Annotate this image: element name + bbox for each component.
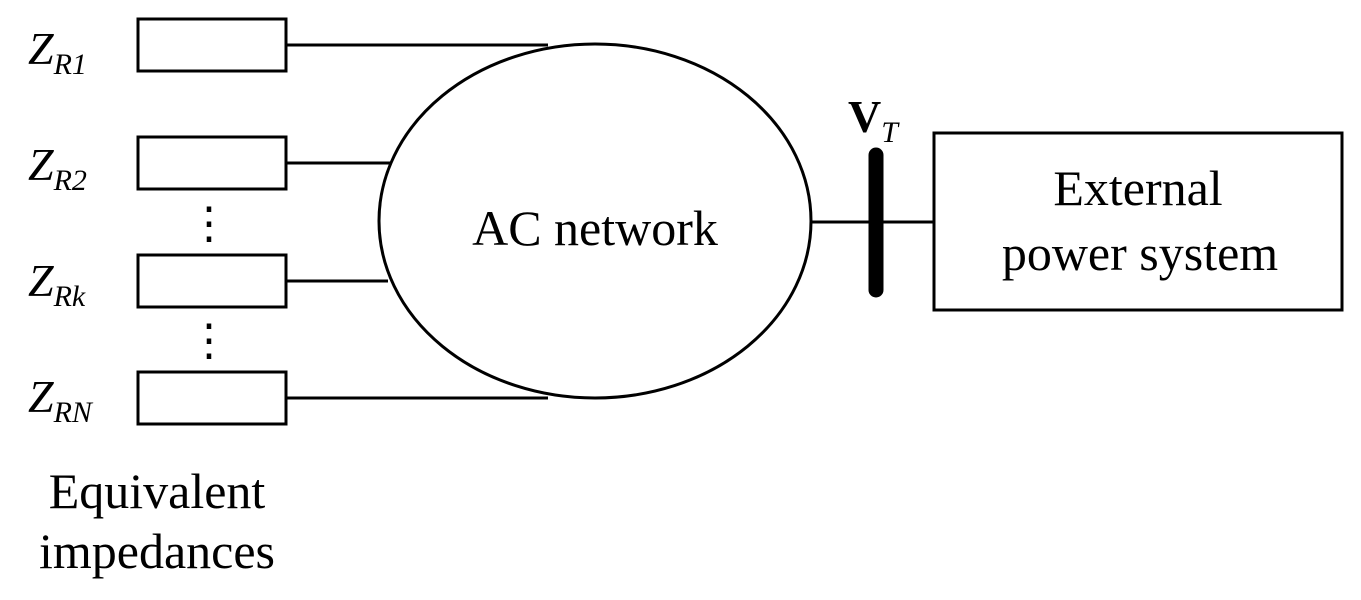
impedance-label-n: ZRN	[28, 371, 94, 429]
ac-network-label: AC network	[472, 200, 718, 256]
ellipsis-lower: ⋮	[187, 316, 231, 365]
ellipsis-upper: ⋮	[187, 199, 231, 248]
impedance-block-2	[136, 135, 288, 191]
external-power-system-block	[932, 131, 1344, 312]
impedance-label-k: ZRk	[28, 255, 86, 313]
impedance-group-label-line-2: impedances	[39, 523, 275, 579]
impedance-block-k	[136, 253, 288, 309]
impedance-label-1: ZR1	[28, 23, 87, 81]
impedance-group-label-line-1: Equivalent	[49, 463, 266, 519]
external-label-line-1: External	[1053, 160, 1222, 216]
impedance-block-1	[136, 17, 288, 73]
impedance-label-2: ZR2	[28, 139, 87, 197]
impedance-block-n	[136, 370, 288, 426]
bus-voltage-label: VT	[848, 91, 900, 149]
external-label-line-2: power system	[1002, 225, 1278, 281]
